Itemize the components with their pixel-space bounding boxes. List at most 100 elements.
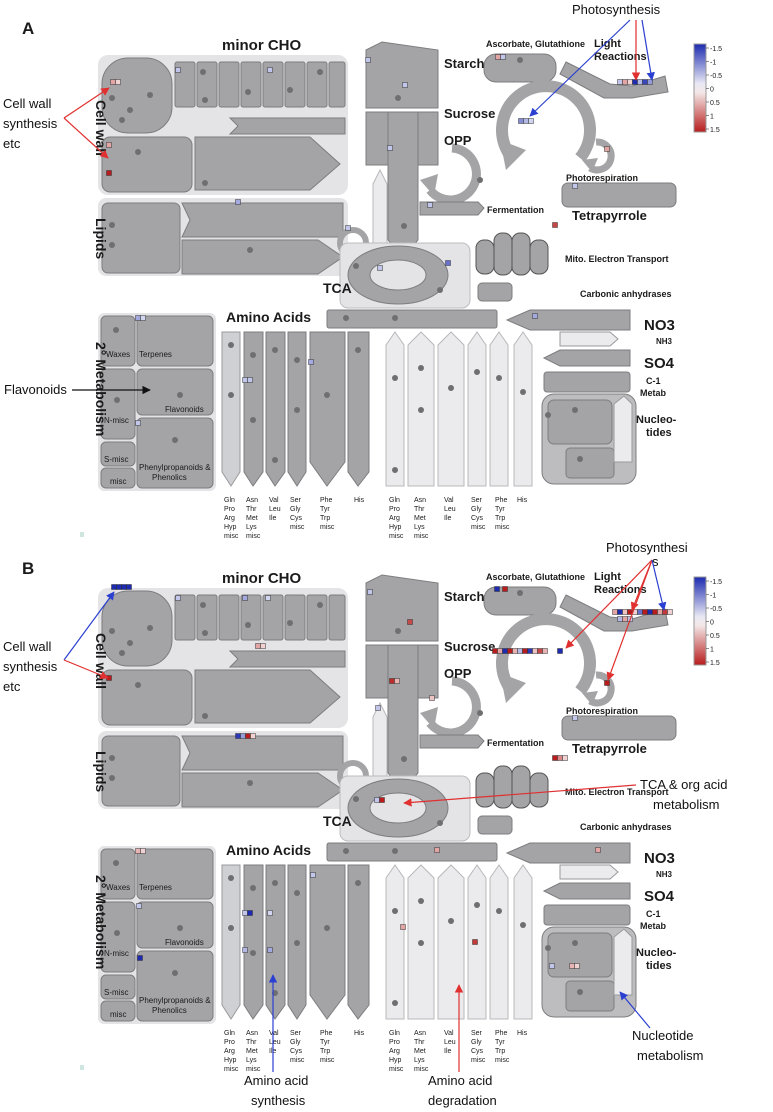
label-carbonic: Carbonic anhydrases: [580, 289, 672, 299]
aa-col-6-label-0: Gln: [389, 497, 400, 504]
expression-cell: [242, 910, 248, 916]
color-scale-legend-b: -1.5-1-0.500.511.5: [693, 576, 722, 667]
aa-col-10-label-1: Tyr: [495, 1039, 505, 1046]
label-minor-cho: minor CHO: [222, 37, 302, 54]
expression-cell: [604, 680, 610, 686]
expression-cell: [637, 79, 643, 85]
label-misc: misc: [110, 1010, 126, 1019]
expression-cell: [175, 67, 181, 73]
aa-col-9-label-1: Gly: [471, 506, 482, 513]
expression-cell: [126, 584, 132, 590]
expression-cell: [632, 79, 638, 85]
expression-cell: [574, 963, 580, 969]
aa-col-2-label-1: Leu: [269, 1039, 281, 1046]
expression-cell: [517, 648, 523, 654]
aa-col-10-label-0: Phe: [495, 1030, 508, 1037]
aa-col-7-label-3: Lys: [414, 524, 425, 531]
expression-cell: [617, 609, 623, 615]
aa-col-4-label-0: Phe: [320, 497, 333, 504]
expression-cell: [400, 924, 406, 930]
annotation-photosynthesis-b-2: s: [652, 554, 659, 569]
aa-col-10-label-3: misc: [495, 524, 510, 531]
label-opp: OPP: [444, 133, 472, 148]
label-phenolics: Phenolics: [152, 473, 187, 482]
expression-cell: [522, 648, 528, 654]
label-reactions: Reactions: [594, 584, 647, 596]
label-fermentation: Fermentation: [487, 205, 544, 215]
label-no3: NO3: [644, 850, 675, 867]
expression-cell: [429, 695, 435, 701]
aa-col-6-label-0: Gln: [389, 1030, 400, 1037]
expression-cell: [365, 57, 371, 63]
expression-cell: [379, 797, 385, 803]
aa-col-7-label-0: Asn: [414, 497, 426, 504]
aa-col-6-label-2: Arg: [389, 1048, 400, 1055]
expression-cell: [242, 947, 248, 953]
annotation-cellwall-a-3: etc: [3, 136, 21, 151]
label-reactions: Reactions: [594, 51, 647, 63]
aa-col-6-label-3: Hyp: [389, 524, 402, 531]
aa-col-3-label-1: Gly: [290, 506, 301, 513]
label-tetrapyrrole: Tetrapyrrole: [572, 208, 647, 223]
expression-cell: [137, 955, 143, 961]
expression-cell: [267, 67, 273, 73]
label-phenolics: Phenolics: [152, 1006, 187, 1015]
expression-cell: [389, 678, 395, 684]
annotation-aa-degradation-b-2: degradation: [428, 1093, 497, 1108]
aa-col-6-label-4: misc: [389, 1066, 404, 1073]
expression-cell: [572, 183, 578, 189]
label-c1-metab: Metab: [640, 388, 667, 398]
aa-col-4-label-1: Tyr: [320, 1039, 330, 1046]
expression-cell: [495, 54, 501, 60]
aa-col-10-label-3: misc: [495, 1057, 510, 1064]
expression-cell: [647, 79, 653, 85]
label-photorespiration: Photorespiration: [566, 173, 638, 183]
expression-cell: [247, 910, 253, 916]
legend-tick-label: -0.5: [710, 73, 722, 80]
expression-cell: [562, 755, 568, 761]
aa-col-2-label-0: Val: [269, 1030, 279, 1037]
label-carbonic: Carbonic anhydrases: [580, 822, 672, 832]
annotation-cellwall-b-1: Cell wall: [3, 639, 52, 654]
aa-col-0-label-2: Arg: [224, 1048, 235, 1055]
expression-cell: [434, 847, 440, 853]
label-terpenes: Terpenes: [139, 350, 172, 359]
label-flavonoids: Flavonoids: [165, 938, 204, 947]
label-lipids: Lipids: [93, 218, 109, 259]
expression-cell: [308, 359, 314, 365]
expression-cell: [617, 79, 623, 85]
label-sucrose: Sucrose: [444, 106, 495, 121]
expression-cell: [250, 733, 256, 739]
aa-col-7-label-3: Lys: [414, 1057, 425, 1064]
aa-col-6-label-3: Hyp: [389, 1057, 402, 1064]
expression-cell: [240, 733, 246, 739]
expression-cell: [492, 648, 498, 654]
aa-col-2-label-0: Val: [269, 497, 279, 504]
aa-col-8-label-0: Val: [444, 1030, 454, 1037]
label-opp: OPP: [444, 666, 472, 681]
panel-letter-a: A: [22, 19, 34, 38]
pathway-map-1: [98, 574, 677, 1024]
aa-col-3-label-1: Gly: [290, 1039, 301, 1046]
expression-cell: [110, 79, 116, 85]
annotation-photosynthesis-b-1: Photosynthesi: [606, 540, 688, 555]
expression-cell: [569, 963, 575, 969]
aa-col-1-label-2: Met: [246, 515, 258, 522]
legend-tick-label: 1.5: [710, 660, 720, 667]
annotation-cellwall-b-2: synthesis: [3, 659, 58, 674]
annotation-cellwall-a-1: Cell wall: [3, 96, 52, 111]
aa-col-7-label-4: misc: [414, 1066, 429, 1073]
expression-cell: [310, 872, 316, 878]
aa-col-3-label-0: Ser: [290, 1030, 302, 1037]
expression-cell: [445, 260, 451, 266]
label-fermentation: Fermentation: [487, 738, 544, 748]
expression-cell: [642, 79, 648, 85]
annotation-aa-synthesis-b-1: Amino acid: [244, 1073, 308, 1088]
expression-cell: [265, 595, 271, 601]
aa-col-1-label-0: Asn: [246, 1030, 258, 1037]
expression-cell: [135, 848, 141, 854]
label-starch: Starch: [444, 589, 485, 604]
expression-cell: [627, 79, 633, 85]
annotation-aa-synthesis-b-2: synthesis: [251, 1093, 306, 1108]
expression-cell: [552, 222, 558, 228]
